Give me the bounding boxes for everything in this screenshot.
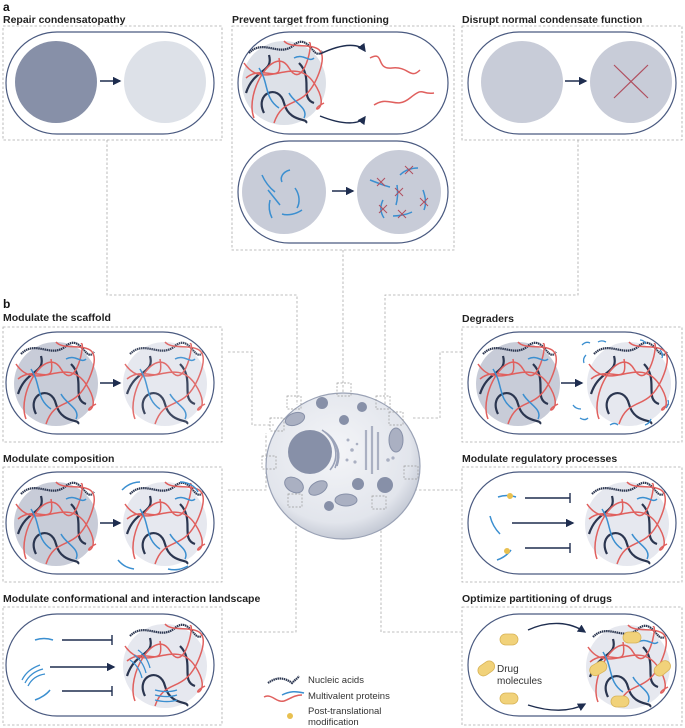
- panel-prevent-target: [231, 25, 455, 251]
- title-degraders: Degraders: [462, 313, 514, 325]
- drug-label-line2: molecules: [497, 676, 543, 687]
- nucleus: [288, 430, 332, 474]
- title-modulate-regulatory: Modulate regulatory processes: [462, 453, 618, 465]
- panel-modulate-conformational: [2, 606, 223, 726]
- legend-ptm-line1: Post-translational: [308, 706, 382, 717]
- legend-nucleic-acids: Nucleic acids: [308, 675, 364, 686]
- title-repair-condensatopathy: Repair condensatopathy: [3, 14, 126, 26]
- arrow-icon: [319, 42, 366, 55]
- legend: [263, 675, 305, 719]
- multivalent-protein-icon: [263, 694, 303, 702]
- drug-label-line1: Drug: [497, 664, 519, 675]
- panel-a-letter: a: [3, 0, 10, 14]
- panel-b-letter: b: [3, 297, 11, 311]
- panel-degraders: [461, 326, 683, 443]
- panel-modulate-regulatory: [461, 466, 683, 583]
- cross-icon: [613, 64, 649, 99]
- drug-molecule-icon: [499, 633, 519, 646]
- panel-optimize-partitioning: [461, 606, 683, 726]
- panel-disrupt-normal: [461, 25, 683, 141]
- panel-repair-condensatopathy: [2, 25, 223, 141]
- title-modulate-conformational: Modulate conformational and interaction …: [3, 593, 261, 605]
- title-optimize-partitioning: Optimize partitioning of drugs: [462, 593, 612, 605]
- arrow-icon: [319, 115, 366, 126]
- condensate-repaired: [124, 41, 206, 123]
- title-disrupt-normal: Disrupt normal condensate function: [462, 14, 643, 26]
- cell-illustration: [261, 382, 421, 540]
- connector-lines: [106, 140, 579, 633]
- panel-modulate-composition: [2, 466, 223, 583]
- title-prevent-target: Prevent target from functioning: [232, 14, 389, 26]
- legend-ptm-line2: modification: [308, 717, 359, 728]
- ptm-dot-icon: [507, 493, 513, 499]
- condensate-aberrant: [15, 41, 97, 123]
- title-modulate-scaffold: Modulate the scaffold: [3, 312, 111, 324]
- panel-modulate-scaffold: [2, 326, 223, 443]
- title-modulate-composition: Modulate composition: [3, 453, 115, 465]
- legend-multivalent-proteins: Multivalent proteins: [308, 691, 390, 702]
- nucleic-acid-icon: [267, 675, 300, 685]
- ptm-dot-icon: [287, 713, 293, 719]
